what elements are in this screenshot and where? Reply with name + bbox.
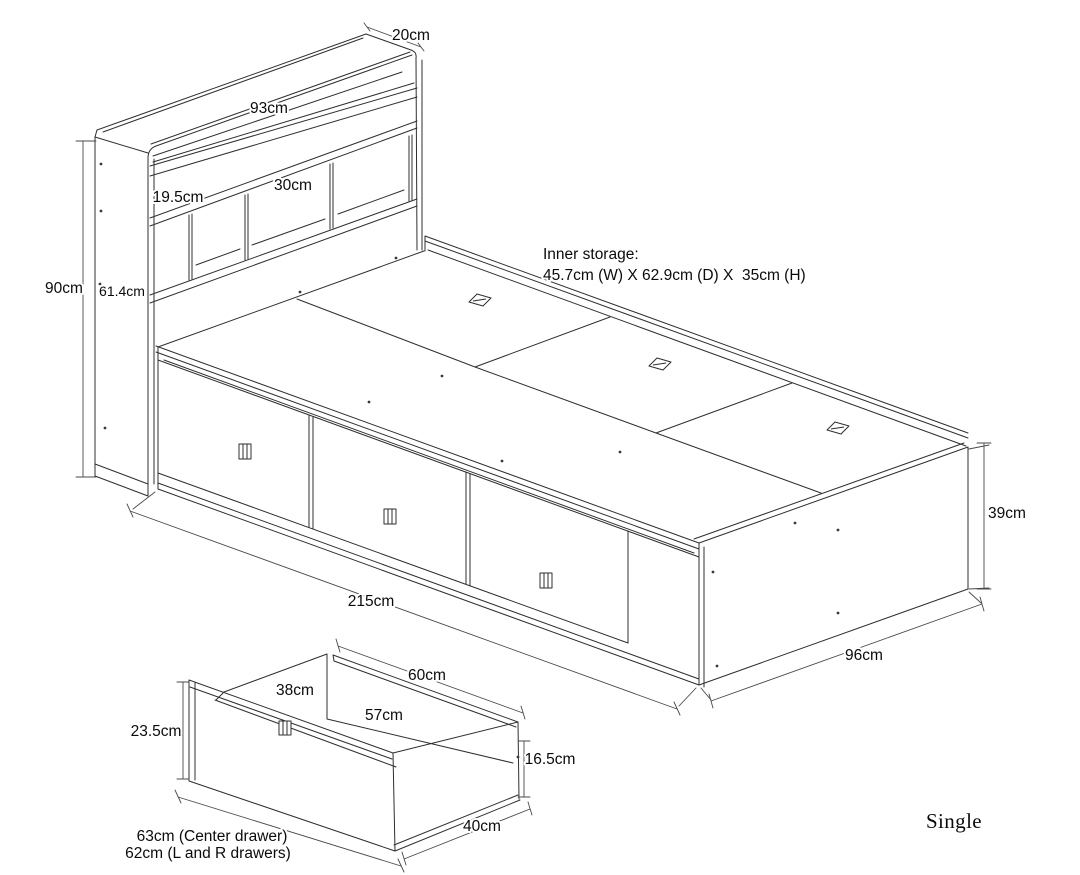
bed-front-rail (155, 345, 700, 554)
detail-side-bottom (392, 721, 521, 852)
detail-back-wall (332, 654, 520, 800)
dim-label-drawer-inner-front: 38cm (276, 682, 314, 699)
drawer-divisions (308, 414, 629, 644)
drawer-caption-center: 63cm (Center drawer) (137, 828, 288, 845)
dim-line-96cm (700, 591, 985, 709)
dim-line-40cm (401, 801, 533, 866)
screw-dot (711, 570, 715, 574)
dim-line-215cm (126, 491, 697, 716)
detail-drawer-handle (278, 720, 292, 736)
dim-label-headboard-depth: 20cm (392, 27, 430, 44)
headboard-slot-back-line (152, 71, 403, 157)
detail-front-panel (188, 679, 396, 852)
lid-handle-3 (826, 421, 850, 435)
dim-line-16-5cm (517, 740, 531, 798)
dim-label-side-panel: 61.4cm (99, 283, 145, 299)
screw-dots (98, 162, 840, 759)
dim-label-drawer-depth: 40cm (463, 818, 501, 835)
dim-line-39cm (968, 442, 992, 590)
screw-dot (516, 755, 520, 759)
dim-line-60cm (335, 638, 526, 720)
screw-dot (298, 290, 302, 294)
screw-dot (836, 611, 840, 615)
headboard-top-inner-lines (102, 37, 411, 145)
dim-label-cubby-height: 19.5cm (153, 189, 204, 206)
headboard-side-panel (94, 136, 155, 497)
inner-storage-dims: 45.7cm (W) X 62.9cm (D) X 35cm (H) (543, 267, 806, 284)
dim-label-drawer-back-height: 16.5cm (525, 751, 576, 768)
lid-handle-2 (648, 357, 672, 371)
dim-line-20cm (363, 22, 425, 52)
drawer-handle-2 (383, 508, 397, 525)
dim-label-headboard-height: 90cm (45, 280, 83, 297)
cubby-floor (149, 198, 418, 304)
headboard-rail (149, 82, 418, 177)
labels: 20cm 93cm 30cm 19.5cm 90cm 61.4cm Inner … (43, 25, 1028, 864)
dim-label-base-width: 96cm (845, 647, 883, 664)
screw-dot (500, 459, 504, 463)
cubby-interior-lines (195, 189, 405, 266)
screw-dot (98, 282, 102, 286)
lid-handle-1 (468, 293, 492, 307)
bed-base (155, 235, 969, 688)
dimension-lines (75, 22, 992, 873)
headboard-shelf-floor (149, 120, 418, 227)
detail-interior (214, 653, 514, 768)
lid-division-lines (296, 298, 822, 494)
dim-line-23-5cm (176, 681, 190, 780)
foot-end-face (693, 442, 969, 688)
drawer-handle-1 (238, 443, 252, 460)
screw-dot (99, 209, 103, 213)
dim-line-drawer-width (174, 789, 405, 873)
dim-label-drawer-inner-width: 57cm (365, 707, 403, 724)
screw-dot (440, 374, 444, 378)
cubby-dividers (188, 134, 413, 281)
inner-storage-title: Inner storage: (543, 246, 639, 263)
screw-dot (715, 664, 719, 668)
bed-front-face (157, 346, 700, 686)
screw-dot (99, 162, 103, 166)
screw-dot (618, 450, 622, 454)
drawer-detail (188, 653, 521, 852)
screw-dot (394, 256, 398, 260)
diagram-title: Single (926, 809, 982, 833)
screw-dot (793, 521, 797, 525)
dim-label-shelf-width: 93cm (250, 100, 288, 117)
screw-dot (836, 528, 840, 532)
dim-label-drawer-front-height: 23.5cm (131, 723, 182, 740)
dim-line-90cm (75, 140, 97, 478)
drawer-handle-3 (539, 572, 553, 589)
dim-label-base-height: 39cm (988, 505, 1026, 522)
dim-label-drawer-top-width: 60cm (408, 667, 446, 684)
drawer-row-lines (157, 359, 700, 644)
headboard-top-face (94, 33, 418, 251)
dim-label-cubby-width: 30cm (274, 177, 312, 194)
screw-dot (103, 426, 107, 430)
bed-headboard-junction (157, 250, 425, 348)
drawer-caption-sides: 62cm (L and R drawers) (125, 845, 291, 862)
headboard-bookcase (94, 33, 423, 497)
screw-dot (367, 400, 371, 404)
dim-label-base-length: 215cm (348, 593, 395, 610)
headboard-front-top-edge (147, 54, 413, 485)
bed-back-rail (424, 235, 969, 447)
